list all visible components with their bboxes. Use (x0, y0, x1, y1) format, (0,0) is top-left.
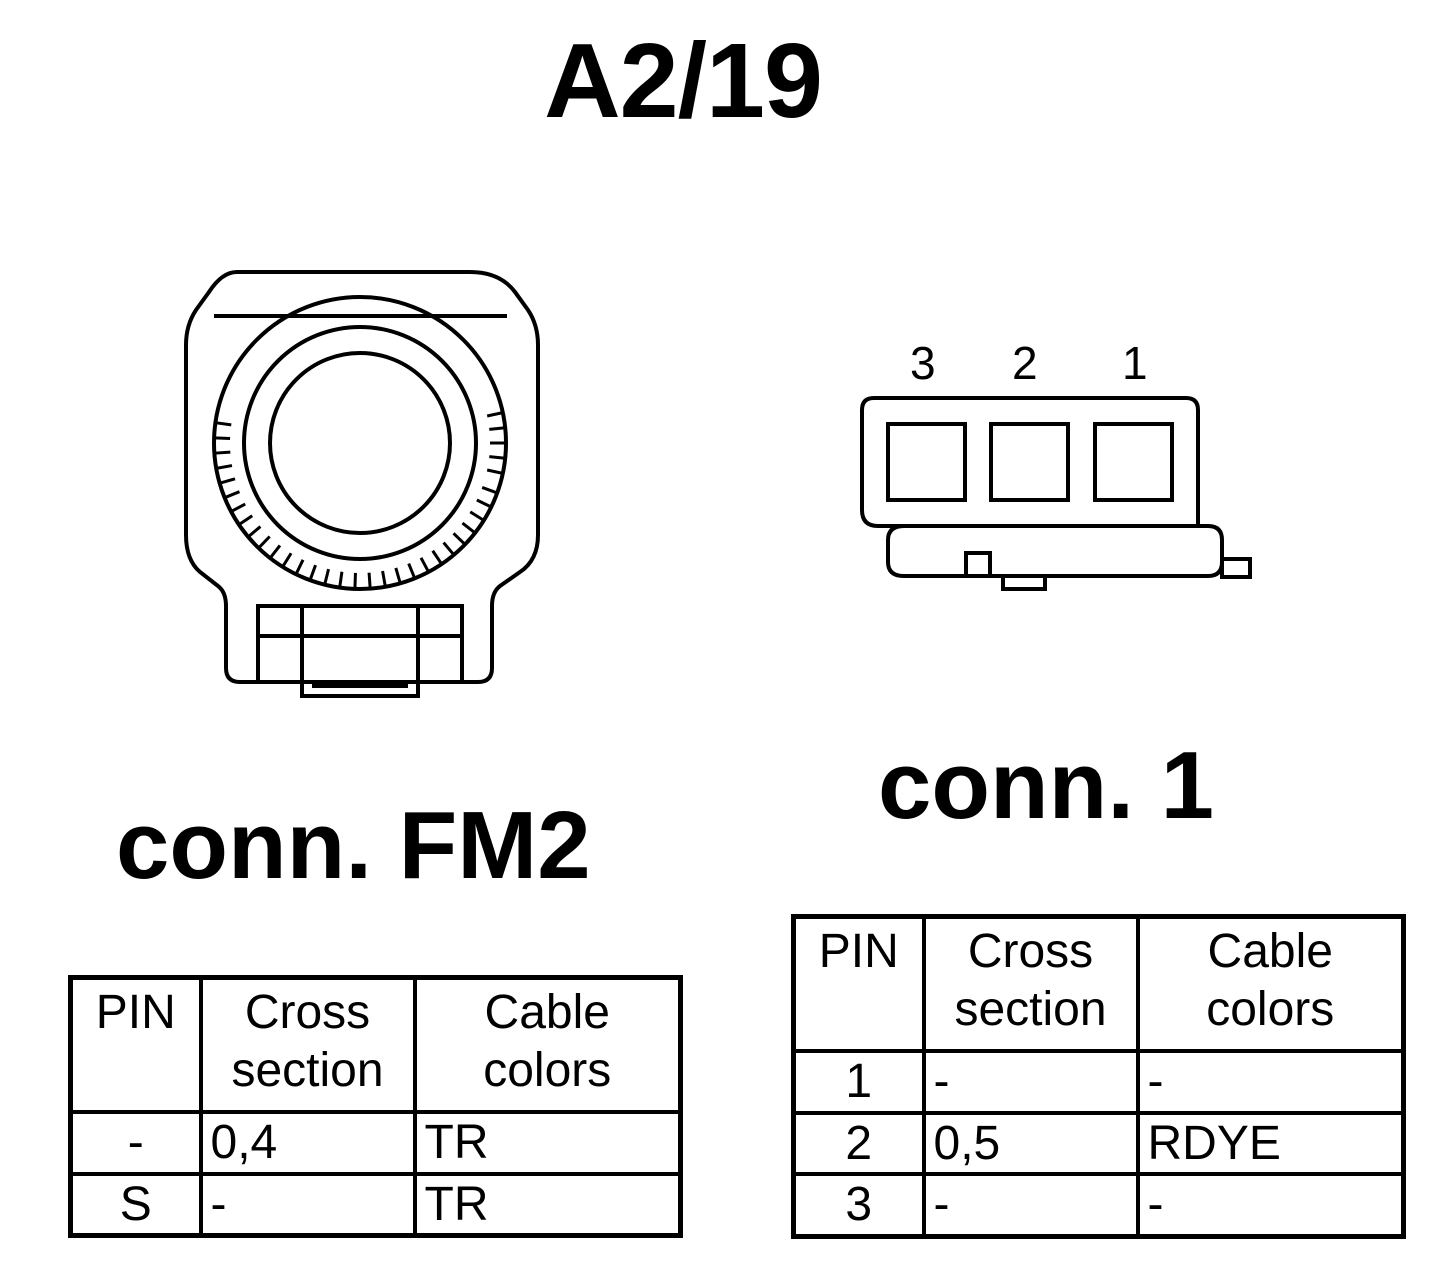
connector-fm2-label: conn. FM2 (116, 792, 591, 899)
fm2-pin-table: PIN Cross section Cable colors - 0,4 TR … (68, 975, 683, 1239)
knurl-ridge (486, 468, 504, 475)
knurl-ridge (461, 521, 476, 535)
knurl-ridge (230, 502, 246, 513)
knurl-ridge (452, 532, 467, 546)
knurl-ridge (481, 486, 498, 495)
header-cable-colors: Cable colors (412, 975, 683, 1114)
pin-number-3: 3 (910, 337, 936, 389)
header-cross-section: Cross section (921, 914, 1140, 1053)
cell-cable-color: - (1135, 1049, 1406, 1115)
table-row: - 0,4 TR (68, 1110, 683, 1176)
pin-number-1: 1 (1122, 337, 1148, 389)
cell-cable-color: TR (412, 1171, 683, 1238)
cell-pin: - (68, 1110, 203, 1176)
knurl-ridge (338, 571, 344, 588)
table-header-row: PIN Cross section Cable colors (791, 914, 1406, 1053)
cell-cross-section: 0,4 (198, 1110, 417, 1176)
knurl-ridge (431, 549, 443, 565)
knurl-ridge (323, 568, 331, 586)
header-cross-section: Cross section (198, 975, 417, 1114)
cell-cross-section: 0,5 (921, 1110, 1140, 1177)
cell-cross-section: - (921, 1172, 1140, 1239)
knurl-ridge (214, 450, 231, 455)
cell-pin: 2 (791, 1110, 926, 1177)
knurl-ridge (394, 567, 402, 584)
cell-cross-section: - (198, 1171, 417, 1238)
knurl-ridge (353, 572, 357, 589)
conn1-pin-table: PIN Cross section Cable colors 1 - - 2 0… (791, 914, 1406, 1239)
knurl-ridge (367, 572, 372, 589)
header-cable-colors: Cable colors (1135, 914, 1406, 1053)
cell-pin: 1 (791, 1049, 926, 1115)
knurl-ridge (469, 510, 485, 522)
knurl-ridge (476, 498, 492, 509)
connector-1-label: conn. 1 (878, 732, 1215, 839)
knurl-ridge (489, 455, 506, 460)
knurl-ridge (257, 535, 271, 550)
cell-cable-color: - (1135, 1172, 1406, 1239)
knurl-ridge (281, 552, 293, 568)
knurl-ridge (214, 436, 231, 440)
cell-pin: S (68, 1171, 203, 1238)
table-header-row: PIN Cross section Cable colors (68, 975, 683, 1114)
knurl-ridge (224, 490, 241, 500)
table-row: 2 0,5 RDYE (791, 1110, 1406, 1177)
table-row: 1 - - (791, 1049, 1406, 1115)
header-pin: PIN (791, 914, 926, 1053)
table-row: S - TR (68, 1171, 683, 1238)
cell-pin: 3 (791, 1172, 926, 1239)
pin-number-2: 2 (1012, 337, 1038, 389)
knurl-ridge (268, 544, 282, 559)
knurl-ridge (486, 411, 504, 418)
knurl-ridge (308, 564, 317, 581)
knurl-ridge (294, 559, 305, 575)
knurl-ridge (219, 477, 236, 485)
knurl-ridge (419, 557, 430, 573)
knurl-ridge (381, 570, 387, 588)
knurl-ridge (215, 464, 233, 470)
cell-cable-color: TR (412, 1110, 683, 1176)
header-pin: PIN (68, 975, 203, 1114)
connector-1-drawing (860, 396, 1252, 591)
connector-fm2-drawing (184, 270, 540, 698)
knurl-ridge (247, 525, 262, 538)
knurl-ridge (238, 514, 254, 526)
knurl-ridge (442, 541, 455, 556)
diagram-title: A2/19 (544, 22, 823, 140)
cell-cross-section: - (921, 1049, 1140, 1115)
knurl-ridge (215, 421, 232, 427)
table-row: 3 - - (791, 1172, 1406, 1239)
knurl-ridge (489, 426, 506, 431)
knurl-ridge (407, 562, 417, 579)
cell-cable-color: RDYE (1135, 1110, 1406, 1177)
